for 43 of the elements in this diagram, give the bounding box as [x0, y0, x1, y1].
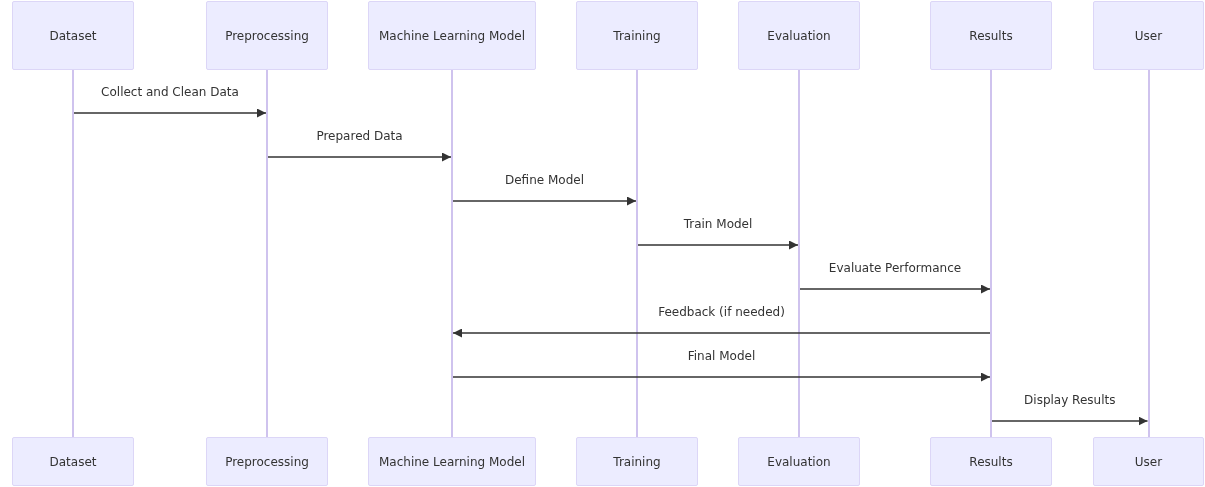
lifeline	[1147, 70, 1150, 437]
participant-box	[1093, 1, 1204, 70]
participant-name: Training	[613, 454, 661, 469]
participant-name: Dataset	[49, 28, 97, 43]
participant-name: Results	[969, 28, 1013, 43]
lifeline	[266, 70, 268, 437]
lifeline	[636, 70, 638, 437]
message-arrow	[267, 152, 452, 162]
participant-box	[368, 1, 536, 70]
participant-name: User	[1134, 454, 1163, 469]
lifeline	[990, 70, 992, 437]
participant-box	[1093, 437, 1204, 486]
message-arrow	[991, 416, 1149, 426]
lifeline	[798, 70, 800, 437]
participant-box	[206, 437, 328, 486]
participant-name: User	[1134, 28, 1163, 43]
participant-box	[576, 437, 698, 486]
participant-name: Evaluation	[767, 454, 831, 469]
participant-name: Training	[613, 28, 661, 43]
participant-box	[12, 1, 134, 70]
message-arrow	[452, 328, 991, 338]
participant-box	[930, 437, 1052, 486]
message-arrow	[637, 240, 799, 250]
participant-box	[930, 1, 1052, 70]
participant-name: Preprocessing	[225, 28, 309, 43]
message-arrow	[73, 108, 267, 118]
participant-box	[206, 1, 328, 70]
participant-name: Dataset	[49, 454, 97, 469]
participant-name: Evaluation	[767, 28, 831, 43]
participant-box	[368, 437, 536, 486]
participant-name: Preprocessing	[225, 454, 309, 469]
lifeline	[72, 70, 74, 437]
participant-box	[738, 437, 860, 486]
participant-name: Results	[969, 454, 1013, 469]
message-arrow	[799, 284, 991, 294]
participant-box	[12, 437, 134, 486]
message-arrow	[452, 196, 637, 206]
participant-name: Machine Learning Model	[379, 454, 525, 469]
participant-name: Machine Learning Model	[379, 28, 525, 43]
participant-box	[738, 1, 860, 70]
lifeline	[451, 70, 453, 437]
participant-box	[576, 1, 698, 70]
message-arrow	[452, 372, 991, 382]
